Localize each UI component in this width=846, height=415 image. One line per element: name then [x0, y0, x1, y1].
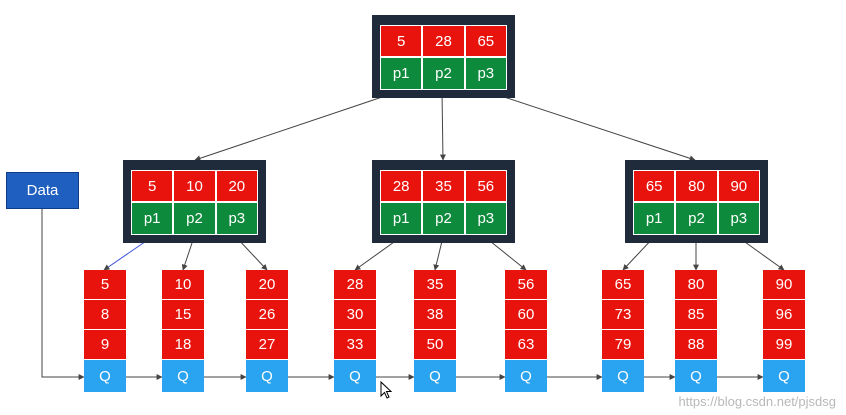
- branch-node-1: 5 10 20 p1 p2 p3: [123, 160, 266, 243]
- leaf-link-pointer: Q: [505, 360, 547, 392]
- leaf-key: 56: [505, 270, 547, 300]
- leaf-key: 15: [162, 300, 204, 330]
- leaf-key: 38: [414, 300, 456, 330]
- leaf-key: 88: [675, 330, 717, 360]
- leaf-key: 73: [602, 300, 644, 330]
- root-to-branch-edge: [485, 90, 696, 162]
- leaf-key: 28: [334, 270, 376, 300]
- branch-pointer: p1: [380, 202, 423, 235]
- leaf-key: 10: [162, 270, 204, 300]
- leaf-key: 8: [84, 300, 126, 330]
- leaf-key: 18: [162, 330, 204, 360]
- leaf-key: 50: [414, 330, 456, 360]
- root-key: 65: [464, 25, 507, 57]
- leaf-key: 26: [246, 300, 288, 330]
- branch-pointer: p3: [464, 202, 507, 235]
- root-to-branch-edge: [439, 90, 446, 161]
- branch-node-2: 28 35 56 p1 p2 p3: [372, 160, 515, 243]
- branch-node-3: 65 80 90 p1 p2 p3: [625, 160, 768, 243]
- root-pointer: p1: [380, 57, 423, 90]
- leaf-key: 79: [602, 330, 644, 360]
- data-pointer-box: Data: [6, 172, 79, 209]
- leaf-key: 35: [414, 270, 456, 300]
- leaf-link-pointer: Q: [246, 360, 288, 392]
- branch-pointer: p1: [131, 202, 174, 235]
- leaf-node: 28 30 33 Q: [334, 270, 376, 392]
- leaf-key: 80: [675, 270, 717, 300]
- leaf-key: 27: [246, 330, 288, 360]
- leaf-link-pointer: Q: [84, 360, 126, 392]
- branch-key: 35: [422, 170, 465, 202]
- branch-key: 5: [131, 170, 174, 202]
- root-pointer: p2: [422, 57, 465, 90]
- leaf-node: 80 85 88 Q: [675, 270, 717, 392]
- leaf-link-pointer: Q: [414, 360, 456, 392]
- leaf-key: 30: [334, 300, 376, 330]
- branch-key-row: 5 10 20: [131, 170, 258, 202]
- leaf-key: 33: [334, 330, 376, 360]
- branch-key: 28: [380, 170, 423, 202]
- leaf-node: 56 60 63 Q: [505, 270, 547, 392]
- root-pointer-row: p1 p2 p3: [380, 57, 507, 90]
- leaf-key: 63: [505, 330, 547, 360]
- branch-key: 65: [633, 170, 676, 202]
- branch-key: 20: [215, 170, 258, 202]
- leaf-node: 20 26 27 Q: [246, 270, 288, 392]
- branch-key: 10: [173, 170, 216, 202]
- branch-key: 56: [464, 170, 507, 202]
- branch-pointer-row: p1 p2 p3: [131, 202, 258, 235]
- branch-pointer-row: p1 p2 p3: [380, 202, 507, 235]
- root-node: 5 28 65 p1 p2 p3: [372, 15, 515, 98]
- branch-pointer: p2: [675, 202, 718, 235]
- leaf-key: 85: [675, 300, 717, 330]
- data-to-leaf-edge: [41, 209, 85, 380]
- root-to-branch-edge: [194, 90, 401, 162]
- branch-key: 90: [717, 170, 760, 202]
- branch-pointer: p1: [633, 202, 676, 235]
- leaf-key: 20: [246, 270, 288, 300]
- leaf-node: 5 8 9 Q: [84, 270, 126, 392]
- branch-pointer: p3: [215, 202, 258, 235]
- leaf-key: 90: [763, 270, 805, 300]
- leaf-node: 10 15 18 Q: [162, 270, 204, 392]
- leaf-key: 9: [84, 330, 126, 360]
- leaf-link-pointer: Q: [763, 360, 805, 392]
- leaf-node: 90 96 99 Q: [763, 270, 805, 392]
- branch-pointer-row: p1 p2 p3: [633, 202, 760, 235]
- branch-pointer: p2: [173, 202, 216, 235]
- root-pointer: p3: [464, 57, 507, 90]
- leaf-key: 60: [505, 300, 547, 330]
- leaf-link-pointer: Q: [675, 360, 717, 392]
- mouse-cursor-icon: [380, 381, 392, 399]
- root-key-row: 5 28 65: [380, 25, 507, 57]
- leaf-key: 96: [763, 300, 805, 330]
- leaf-node: 65 73 79 Q: [602, 270, 644, 392]
- leaf-link-pointer: Q: [334, 360, 376, 392]
- root-key: 28: [422, 25, 465, 57]
- branch-key: 80: [675, 170, 718, 202]
- leaf-link-pointer: Q: [162, 360, 204, 392]
- branch-key-row: 28 35 56: [380, 170, 507, 202]
- leaf-key: 99: [763, 330, 805, 360]
- root-key: 5: [380, 25, 423, 57]
- branch-key-row: 65 80 90: [633, 170, 760, 202]
- leaf-link-pointer: Q: [602, 360, 644, 392]
- leaf-key: 65: [602, 270, 644, 300]
- branch-pointer: p3: [717, 202, 760, 235]
- branch-pointer: p2: [422, 202, 465, 235]
- watermark-text: https://blog.csdn.net/pjsdsg: [678, 394, 836, 409]
- leaf-node: 35 38 50 Q: [414, 270, 456, 392]
- leaf-key: 5: [84, 270, 126, 300]
